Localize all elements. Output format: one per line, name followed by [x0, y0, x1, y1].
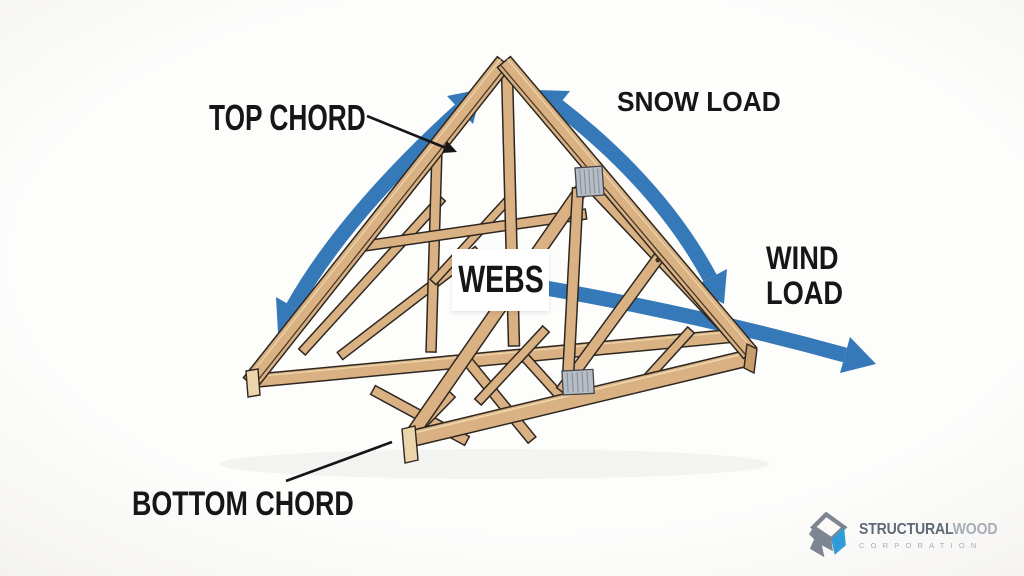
top-chord-left-grain-line	[253, 64, 509, 387]
label-pointers	[285, 114, 457, 483]
gusset-plate-bottom	[561, 368, 595, 396]
front-chord-right-end-cap	[743, 342, 758, 375]
top-chord-pointer-line	[366, 114, 457, 153]
gusset-plate-top	[574, 165, 605, 198]
front-chord-left-end-cap	[401, 425, 419, 464]
snow-load-label: SNOW LOAD	[617, 86, 781, 117]
top-chord-right-grain-line	[506, 58, 754, 351]
webs-label: WEBS	[457, 259, 544, 301]
structuralwood-logo-icon	[809, 511, 848, 558]
rear-chord-end-cap	[245, 368, 261, 398]
ground-shadow	[220, 449, 770, 479]
rear-bottom-chord-grain-line	[251, 331, 730, 378]
wind-load-line2: LOAD	[766, 275, 844, 311]
front-web-left	[473, 324, 551, 407]
wind-load-line1: WIND	[766, 240, 839, 276]
wind-load-arrow-icon	[538, 279, 876, 373]
logo-brand-primary: STRUCTURAL	[859, 521, 953, 538]
top-chord-right-grain-line	[500, 64, 748, 357]
bottom-chord-label: BOTTOM CHORD	[132, 485, 354, 523]
bottom-chord-pointer-line	[285, 440, 393, 483]
top-chord-right	[496, 55, 758, 360]
structuralwood-logo: STRUCTURALWOOD CORPORATION	[803, 511, 1016, 559]
logo-brand: STRUCTURALWOOD	[859, 521, 998, 539]
logo-brand-secondary: WOOD	[952, 521, 998, 538]
logo-text: STRUCTURALWOOD CORPORATION	[859, 521, 1016, 550]
logo-subtitle: CORPORATION	[859, 540, 983, 550]
top-chord-label: TOP CHORD	[209, 97, 366, 138]
webs-label-box: WEBS	[452, 249, 549, 311]
left-web-vertical	[425, 149, 443, 353]
top-chord-left-grain-line	[246, 58, 501, 381]
beam-end-caps	[245, 342, 758, 464]
strut-peg	[655, 257, 661, 263]
